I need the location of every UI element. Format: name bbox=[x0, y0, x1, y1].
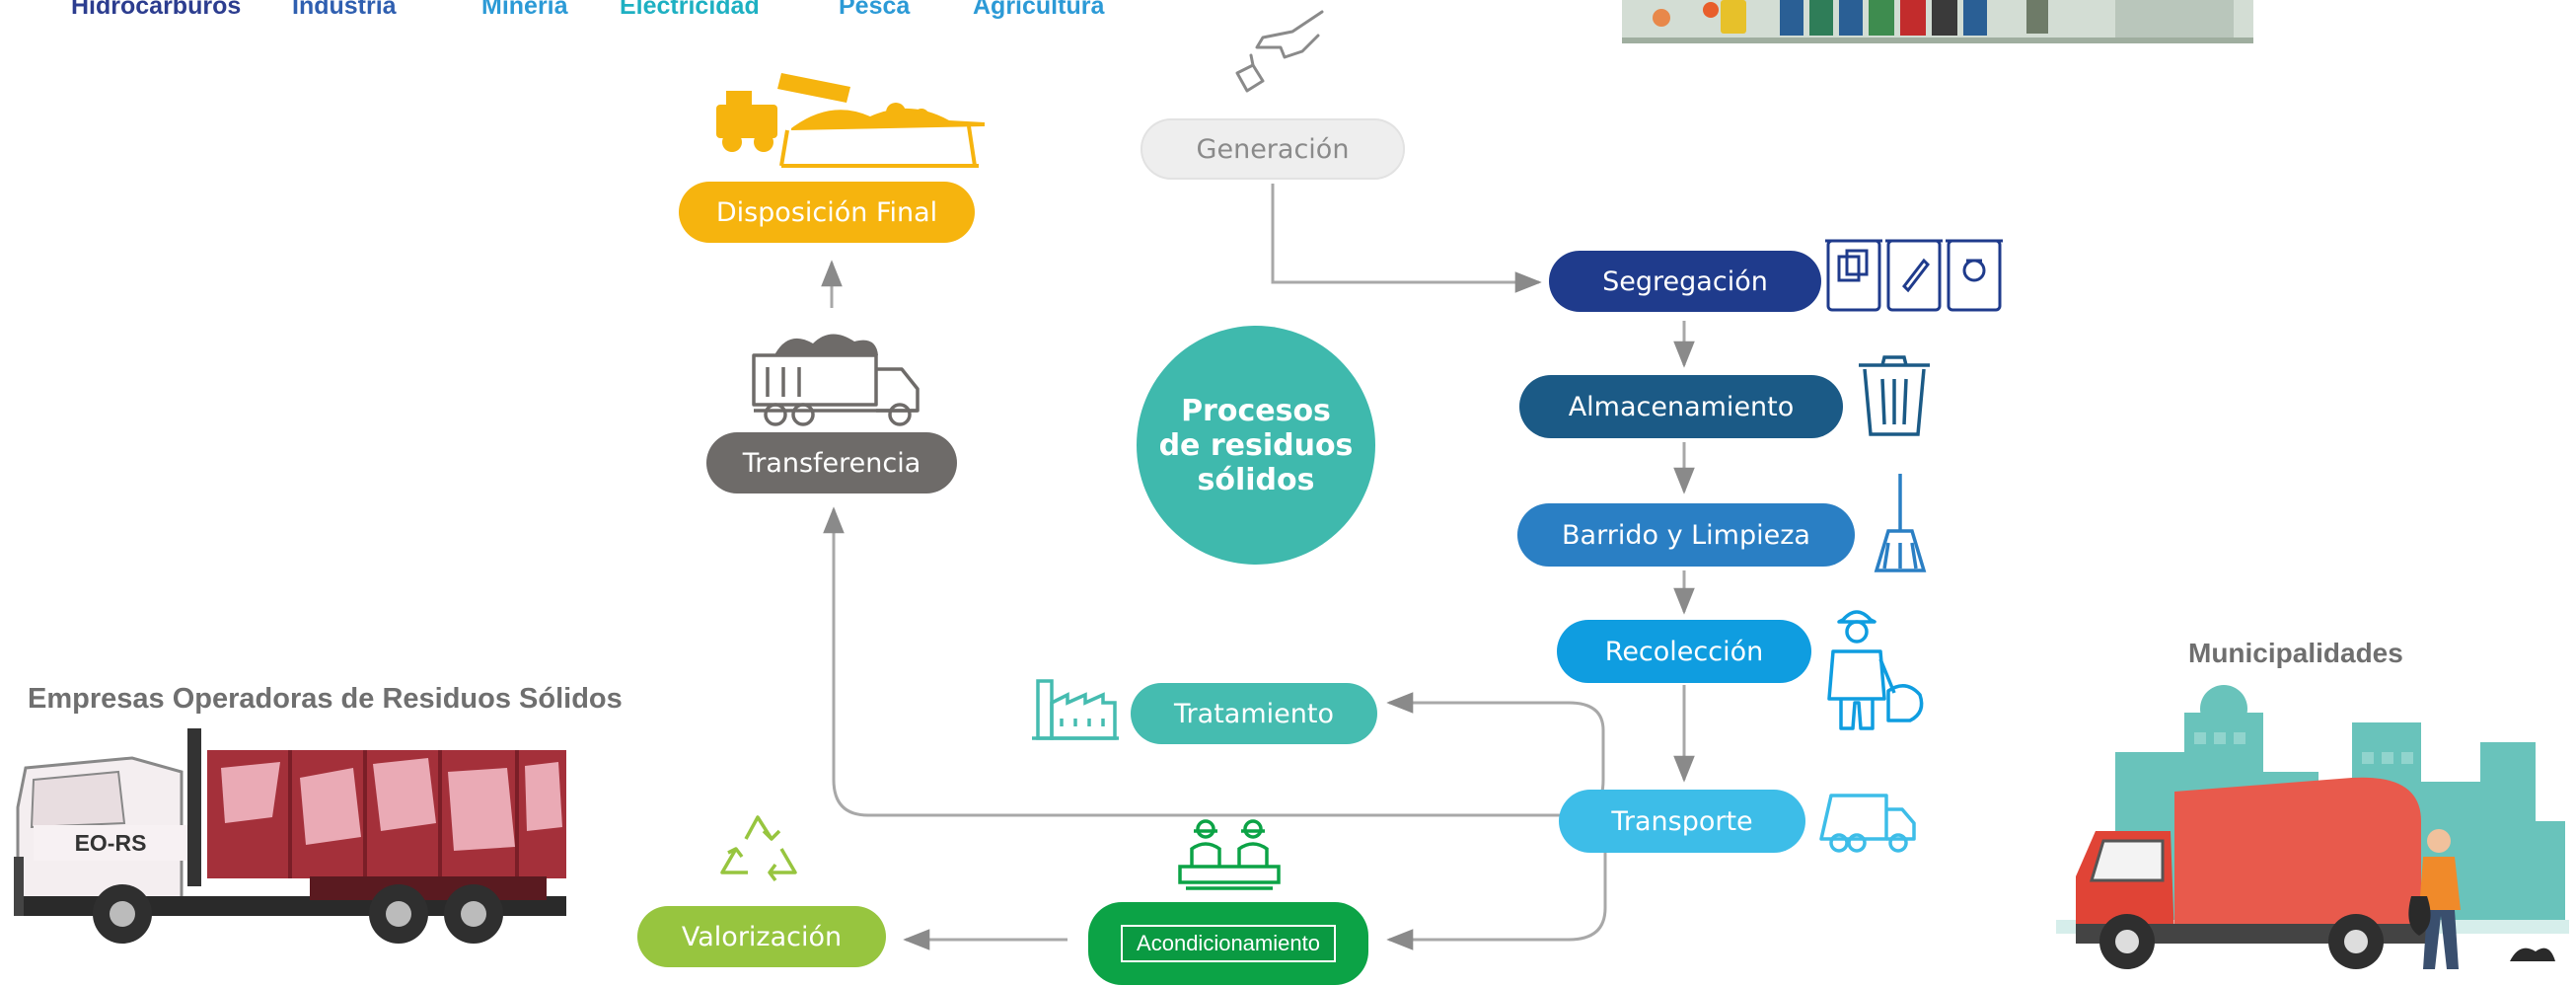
stage-tratamiento: Tratamiento bbox=[1131, 683, 1377, 744]
workers-conveyor-icon bbox=[1178, 819, 1281, 890]
eors-badge: EO-RS bbox=[34, 825, 187, 861]
center-circle: Procesos de residuos sólidos bbox=[1137, 326, 1375, 565]
transfer-truck-icon bbox=[752, 334, 920, 426]
sector-mineria: Minería bbox=[481, 0, 568, 20]
recycling-people-illustration bbox=[1622, 0, 2253, 43]
sector-pesca: Pesca bbox=[839, 0, 911, 20]
stage-acondicionamiento: Acondicionamiento bbox=[1088, 902, 1368, 985]
eors-dump-truck-illustration bbox=[14, 728, 566, 944]
sector-industria: Industria bbox=[292, 0, 397, 20]
sector-agricultura: Agricultura bbox=[973, 0, 1105, 20]
waste-collector-icon bbox=[1827, 610, 1924, 730]
stage-transporte: Transporte bbox=[1559, 790, 1805, 853]
sector-hidrocarburos: Hidrocarburos bbox=[71, 0, 242, 20]
center-title-line3: sólidos bbox=[1197, 462, 1315, 497]
center-title-line1: Procesos bbox=[1181, 393, 1331, 428]
municipalidades-title: Municipalidades bbox=[2188, 638, 2403, 668]
landfill-truck-icon bbox=[716, 73, 985, 168]
eors-title: Empresas Operadoras de Residuos Sólidos bbox=[28, 683, 623, 715]
stage-disposicion: Disposición Final bbox=[679, 182, 975, 243]
center-title-line2: de residuos bbox=[1158, 427, 1354, 463]
broom-icon bbox=[1874, 474, 1927, 572]
stage-segregacion: Segregación bbox=[1549, 251, 1821, 312]
sector-electricidad: Electricidad bbox=[620, 0, 760, 20]
municipal-garbage-truck-illustration bbox=[2056, 685, 2569, 969]
transport-truck-icon bbox=[1819, 794, 1916, 853]
trash-can-icon bbox=[1859, 355, 1930, 436]
factory-icon bbox=[1032, 679, 1119, 740]
stage-generacion: Generación bbox=[1141, 118, 1405, 180]
stage-almacenamiento: Almacenamiento bbox=[1519, 375, 1843, 438]
stage-recoleccion: Recolección bbox=[1557, 620, 1811, 683]
stage-barrido: Barrido y Limpieza bbox=[1517, 503, 1855, 567]
segregation-bins-icon bbox=[1825, 239, 2003, 312]
stage-transferencia: Transferencia bbox=[706, 432, 957, 493]
acondicionamiento-label: Acondicionamiento bbox=[1121, 925, 1336, 962]
stage-valorizacion: Valorización bbox=[637, 906, 886, 967]
hand-dropping-trash-icon bbox=[1235, 10, 1324, 93]
recycle-icon bbox=[720, 815, 797, 882]
